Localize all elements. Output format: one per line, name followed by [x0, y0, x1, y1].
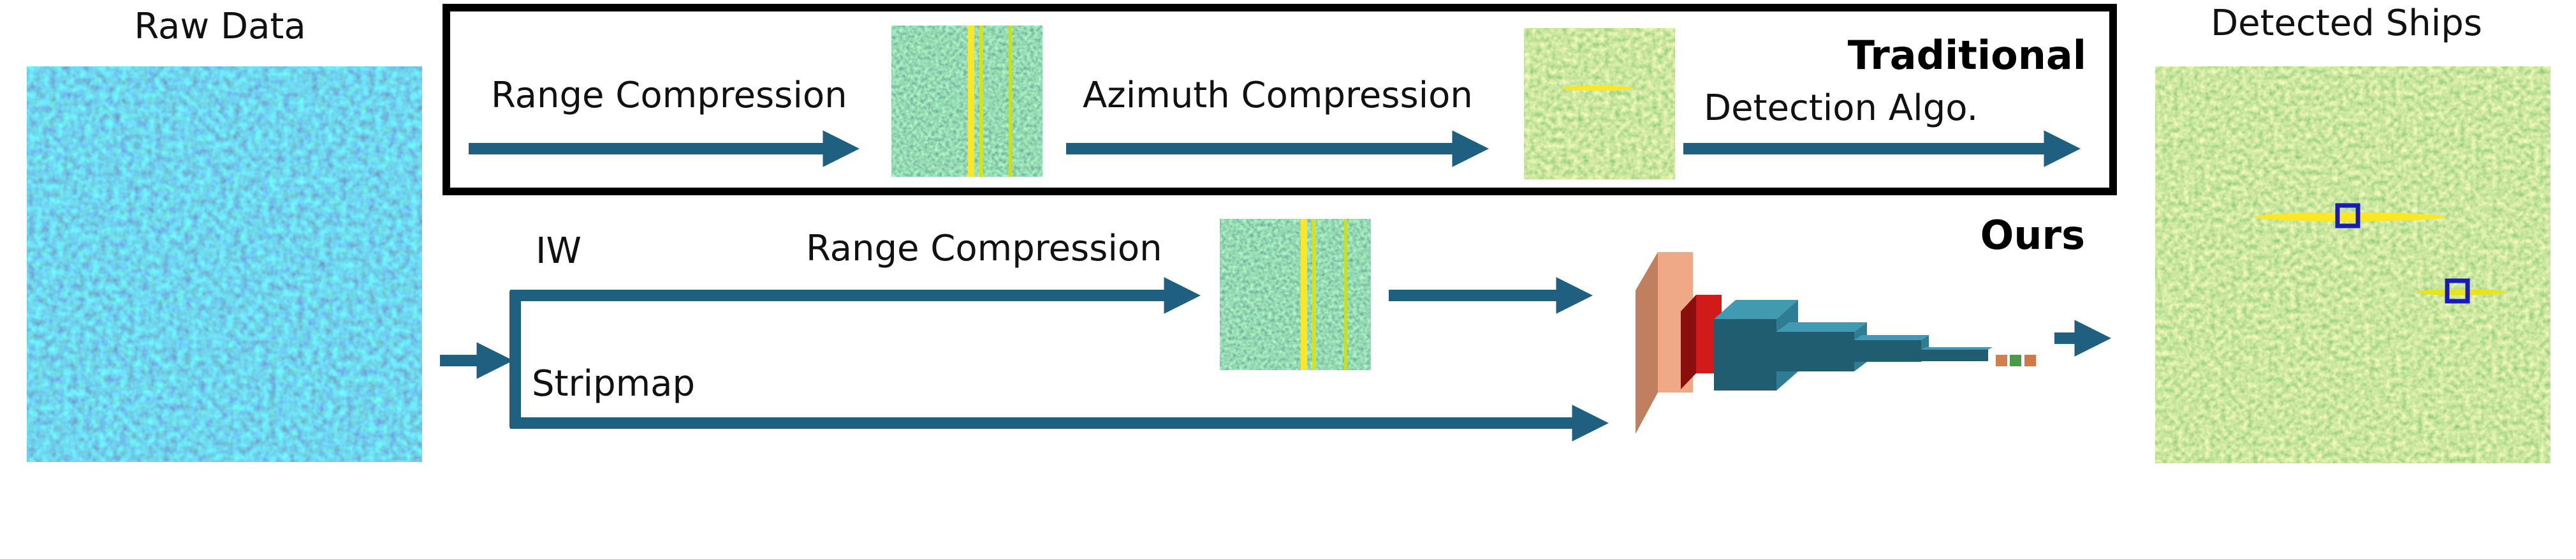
focused-image	[1524, 28, 1675, 179]
ours-label: Ours	[1980, 212, 2085, 258]
ship-detection-box-1	[2335, 203, 2360, 228]
detection-algo-label: Detection Algo.	[1704, 87, 1978, 129]
stripmap-label: Stripmap	[532, 363, 695, 405]
sar-detection-image	[2155, 66, 2550, 463]
iw-label: IW	[536, 230, 582, 272]
raw-data-label: Raw Data	[134, 6, 305, 47]
traditional-label: Traditional	[1848, 32, 2086, 78]
ship-detection-box-2	[2445, 278, 2470, 304]
detected-ships-label: Detected Ships	[2211, 3, 2482, 44]
range-compression-label: Range Compression	[491, 75, 847, 116]
azimuth-compression-label: Azimuth Compression	[1083, 75, 1473, 116]
range-compressed-image-top	[891, 26, 1043, 177]
sar-raw-data-image	[27, 66, 422, 462]
traditional-box	[443, 4, 2117, 195]
range-compressed-image-ours	[1220, 219, 1371, 370]
cnn-architecture-icon	[1636, 252, 2036, 434]
range-compression-ours-label: Range Compression	[806, 228, 1162, 269]
